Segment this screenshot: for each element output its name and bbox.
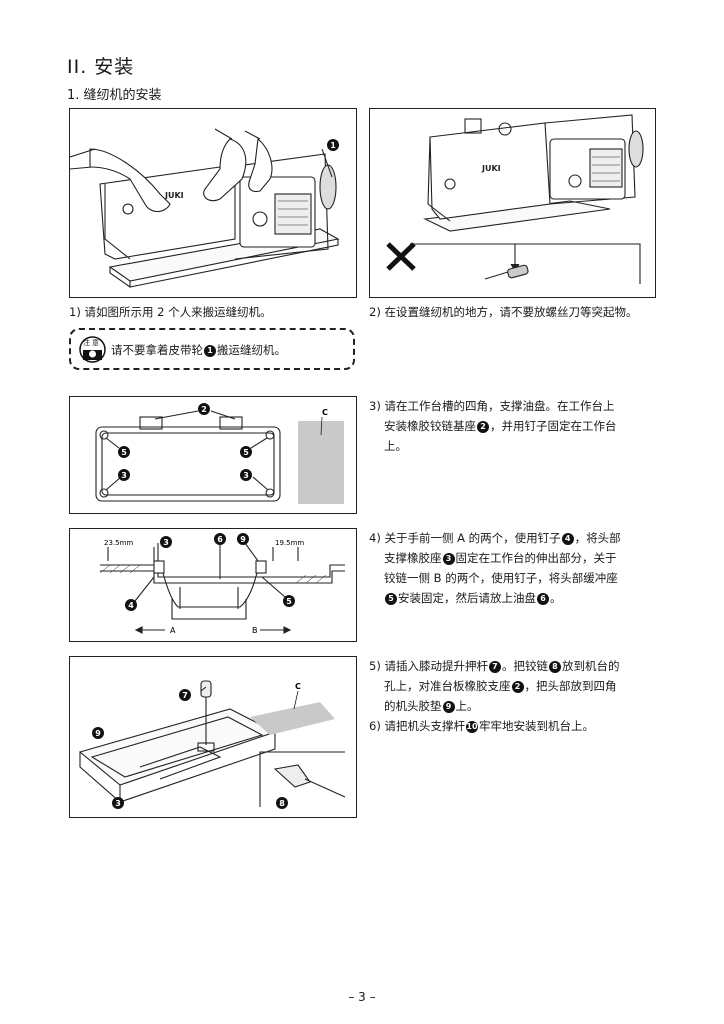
dim-left: 23.5mm	[104, 539, 133, 547]
marker-1	[327, 139, 339, 151]
marker-5: 5	[243, 448, 249, 457]
marker-5: 5	[286, 597, 292, 606]
marker-6: 6	[537, 592, 549, 605]
marker-2: 2	[477, 420, 489, 433]
label-c: C	[295, 682, 301, 691]
marker-9: 9	[442, 700, 455, 713]
marker-1: 1	[204, 344, 216, 357]
marker-7: 7	[488, 660, 501, 673]
dim-right: 19.5mm	[275, 539, 304, 547]
label-b: B	[252, 626, 258, 635]
marker-3: 3	[243, 471, 249, 480]
figure-carry-machine: JUKI 1	[69, 108, 357, 298]
marker-4: 4	[561, 532, 574, 545]
marker-10: 10	[465, 720, 478, 733]
marker-3: 3	[163, 538, 169, 547]
caption-2: 2) 在设置缝纫机的地方，请不要放螺丝刀等突起物。	[369, 305, 638, 319]
brand-logo: JUKI	[481, 164, 501, 173]
section-heading: II. 安装	[67, 56, 135, 78]
figure-table-install: C 7 9 3 8	[69, 656, 357, 818]
marker-7: 7	[182, 691, 188, 700]
marker-8: 8	[279, 799, 285, 808]
figure-oil-pan-top: C 2 5 5 3 3	[69, 396, 357, 514]
page-number: – 3 –	[348, 990, 376, 1004]
marker-3: 3	[121, 471, 127, 480]
figure-no-protrusions: JUKI	[369, 108, 656, 298]
subsection-heading: 1. 缝纫机的安装	[67, 88, 162, 103]
marker-3: 3	[115, 799, 121, 808]
marker-5: 5	[121, 448, 127, 457]
marker-9: 9	[95, 729, 101, 738]
brand-logo: JUKI	[164, 191, 184, 200]
marker-4: 4	[128, 601, 134, 610]
caption-1: 1) 请如图所示用 2 个人来搬运缝纫机。	[69, 305, 272, 319]
label-a: A	[170, 626, 176, 635]
svg-text:1: 1	[330, 141, 336, 150]
marker-2: 2	[511, 680, 524, 693]
marker-5: 5	[385, 592, 397, 605]
x-forbidden-icon	[386, 242, 416, 271]
marker-3: 3	[442, 552, 455, 565]
caution-icon: 注意	[79, 336, 106, 363]
marker-8: 8	[548, 660, 561, 673]
marker-2: 2	[201, 405, 207, 414]
marker-9: 9	[240, 535, 246, 544]
figure-cross-section: 23.5mm 19.5mm A B 3 6 9 4 5	[69, 528, 357, 642]
area-c	[250, 702, 335, 735]
label-c: C	[322, 408, 328, 417]
marker-6: 6	[217, 535, 223, 544]
